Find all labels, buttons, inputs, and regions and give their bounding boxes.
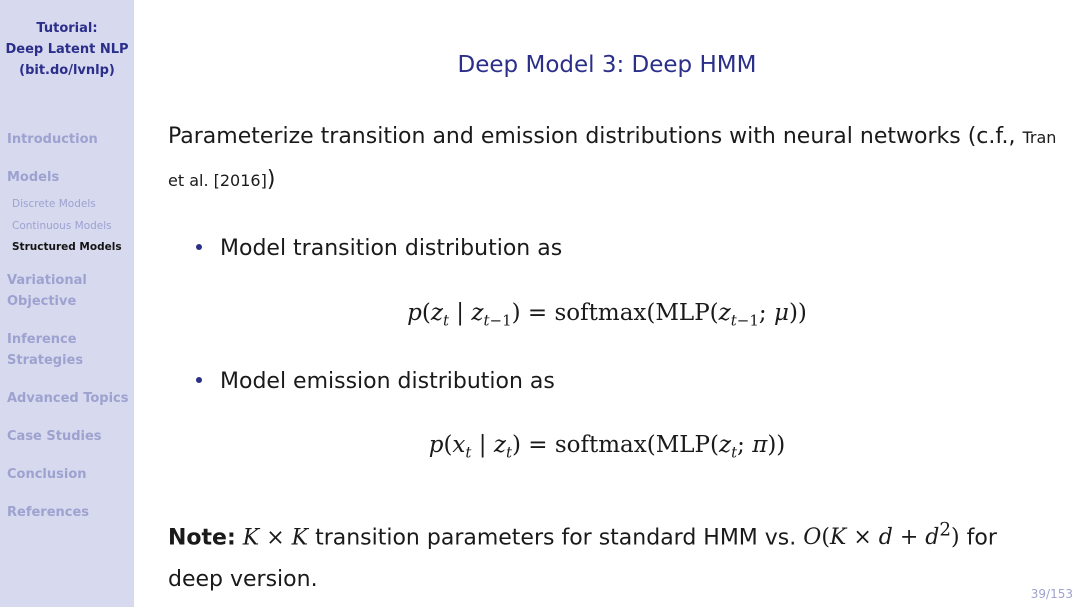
note-paragraph: Note: K × K transition parameters for st…: [168, 510, 997, 601]
nav-discrete-models[interactable]: Discrete Models: [12, 198, 96, 210]
tutorial-title-line-1: Tutorial:: [36, 21, 98, 36]
nav-advanced-topics[interactable]: Advanced Topics: [7, 391, 129, 406]
sidebar-navigation: Tutorial: Deep Latent NLP (bit.do/lvnlp)…: [0, 0, 134, 607]
transition-equation: p(zt | zt−1) = softmax(MLP(zt−1; μ)): [407, 300, 807, 330]
citation-link-et-al[interactable]: et al. [2016]: [168, 171, 267, 190]
bullet-icon: [196, 377, 202, 383]
nav-inference-strategies[interactable]: Inference Strategies: [7, 329, 83, 371]
tutorial-title[interactable]: Tutorial: Deep Latent NLP (bit.do/lvnlp): [0, 18, 134, 81]
nav-conclusion[interactable]: Conclusion: [7, 467, 87, 482]
nav-continuous-models[interactable]: Continuous Models: [12, 220, 112, 232]
tutorial-title-line-2: Deep Latent NLP: [5, 42, 129, 57]
note-math-kxk: K × K: [242, 525, 309, 551]
nav-structured-models[interactable]: Structured Models: [12, 241, 122, 253]
nav-case-studies[interactable]: Case Studies: [7, 429, 102, 444]
nav-models[interactable]: Models: [7, 170, 60, 185]
bullet-transition-text: Model transition distribution as: [220, 236, 563, 261]
note-mid-text: transition parameters for standard HMM v…: [315, 525, 797, 551]
bullet-transition: Model transition distribution as: [196, 228, 562, 270]
nav-references[interactable]: References: [7, 505, 90, 520]
citation-close-paren: ): [266, 167, 276, 192]
nav-variational-line-1: Variational: [7, 273, 87, 288]
note-for-text: for: [966, 525, 997, 551]
intro-text: Parameterize transition and emission dis…: [168, 124, 1016, 149]
slide-title: Deep Model 3: Deep HMM: [457, 52, 757, 78]
slide-content: Deep Model 3: Deep HMM Parameterize tran…: [134, 0, 1080, 607]
nav-variational-line-2: Objective: [7, 294, 77, 309]
note-math-complexity: O(K × d + d2): [803, 520, 960, 551]
bullet-emission: Model emission distribution as: [196, 361, 555, 403]
note-label: Note:: [168, 525, 236, 551]
citation-link-tran[interactable]: Tran: [1022, 128, 1057, 147]
tutorial-title-line-3: (bit.do/lvnlp): [19, 63, 115, 78]
emission-equation: p(xt | zt) = softmax(MLP(zt; π)): [428, 432, 786, 462]
bullet-emission-text: Model emission distribution as: [220, 369, 555, 394]
nav-variational-objective[interactable]: Variational Objective: [7, 270, 87, 312]
bullet-icon: [196, 244, 202, 250]
note-line-2: deep version.: [168, 567, 318, 593]
nav-inference-line-1: Inference: [7, 332, 77, 347]
nav-introduction[interactable]: Introduction: [7, 132, 98, 147]
nav-inference-line-2: Strategies: [7, 353, 84, 368]
intro-paragraph: Parameterize transition and emission dis…: [168, 116, 1056, 202]
page-number: 39/153: [1030, 587, 1073, 601]
